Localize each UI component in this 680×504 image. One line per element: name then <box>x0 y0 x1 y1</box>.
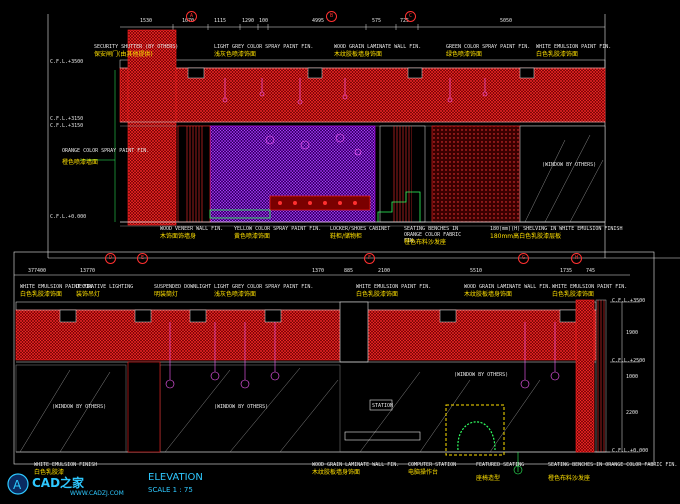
grid-marker: D <box>105 253 116 264</box>
svg-text:A: A <box>13 478 22 492</box>
callout-en: SECURITY SHUTTER (BY OTHERS) <box>94 44 179 50</box>
dim-label: 100 <box>259 18 269 24</box>
callout-en: WHITE EMULSION PAINT FIN. <box>552 284 628 290</box>
dim-label: 575 <box>372 18 382 24</box>
callout-cn: 白色乳胶漆饰面 <box>552 291 595 298</box>
dim-label: 2100 <box>378 268 391 274</box>
right-dim: 1000 <box>626 374 639 380</box>
callout-en: DECORATIVE LIGHTING <box>76 284 134 290</box>
level-mark: C.F.L.+0.000 <box>50 214 87 220</box>
window-note: (WINDOW BY OTHERS) <box>214 404 269 410</box>
callout-cn: 180mm高白色乳胶漆层板 <box>490 233 562 240</box>
callout-cn: 装饰吊灯 <box>76 291 101 298</box>
callout-cn: 木纹胶板墙身饰面 <box>312 469 361 476</box>
callout-en: YELLOW COLOR SPRAY PAINT FIN. <box>234 226 322 232</box>
callout-en: WOOD VENEER WALL FIN. <box>160 226 224 232</box>
callout-cn: 木纹胶板墙身饰面 <box>464 291 513 298</box>
level-mark: C.F.L.+2500 <box>612 358 646 364</box>
callout-cn: 白色乳胶漆饰面 <box>536 51 579 58</box>
callout-en: LOCKER/SHOES CABINET <box>330 226 391 232</box>
watermark-url: WWW.CADZJ.COM <box>70 490 124 497</box>
dim-label: 1370 <box>312 268 325 274</box>
left-callout-cn: 橙色喷漆墙面 <box>62 159 99 166</box>
grid-marker: B <box>326 11 337 22</box>
dim-label: 5510 <box>470 268 483 274</box>
callout-en: FEATURED SEATING <box>476 462 525 468</box>
drawing-scale: SCALE 1 : 75 <box>148 486 193 494</box>
dim-label: 377400 <box>28 268 47 274</box>
callout-cn: 白色乳胶漆 <box>34 469 65 476</box>
level-mark: C.F.L.+3500 <box>612 298 646 304</box>
window-note: (WINDOW BY OTHERS) <box>542 162 597 168</box>
callout-cn: 鞋柜/储物柜 <box>330 233 363 240</box>
callout-en: WHITE EMULSION PAINT FIN. <box>20 284 96 290</box>
level-mark: C.F.L.+3500 <box>50 59 84 65</box>
grid-marker: C <box>405 11 416 22</box>
callout-cn: 橙色布料沙发座 <box>548 475 591 482</box>
window-note: (WINDOW BY OTHERS) <box>454 372 509 378</box>
callout-cn: 木饰面饰墙身 <box>160 233 197 240</box>
station-label: STATION <box>372 403 394 409</box>
dim-label: 745 <box>586 268 596 274</box>
dim-label: 4995 <box>312 18 325 24</box>
callout-cn: 电脑操作台 <box>408 469 439 476</box>
grid-marker: E <box>137 253 148 264</box>
dim-label: 5050 <box>500 18 513 24</box>
dim-label: 1530 <box>140 18 153 24</box>
callout-cn: 浅灰色喷漆饰面 <box>214 51 257 58</box>
bottom-elevation <box>13 251 655 475</box>
callout-cn: 明装筒灯 <box>154 291 179 298</box>
callout-cn: 浅灰色喷漆饰面 <box>214 291 257 298</box>
dim-label: 725 <box>400 18 410 24</box>
callout-cn: 保安闸门(由其他提供) <box>94 51 153 58</box>
dim-label: 885 <box>344 268 354 274</box>
callout-en: WHITE EMULSION PAINT FIN. <box>356 284 432 290</box>
level-mark: C.F.L.+3150 <box>50 116 84 122</box>
callout-cn: 橙色布料沙发座 <box>404 239 447 246</box>
callout-en: 180(mm)(H) SHELVING IN WHITE EMULSION FI… <box>490 226 623 232</box>
callout-en: COMPUTER STATION <box>408 462 457 468</box>
callout-cn: 白色乳胶漆饰面 <box>20 291 63 298</box>
dim-label: 13770 <box>80 268 96 274</box>
watermark-text: CAD之家 <box>32 476 85 490</box>
callout-en: LIGHT GREY COLOR SPRAY PAINT FIN. <box>214 44 314 50</box>
level-mark: C.F.L.+3150 <box>50 123 84 129</box>
callout-en: LIGHT GREY COLOR SPRAY PAINT FIN. <box>214 284 314 290</box>
callout-en: SEATING BENCHES IN ORANGE COLOR FABRIC F… <box>404 226 462 244</box>
callout-en: SUSPENDED DOWNLIGHT <box>154 284 212 290</box>
left-callout-en: ORANGE COLOR SPRAY PAINT FIN. <box>62 148 150 154</box>
grid-marker: G <box>518 253 529 264</box>
callout-en: WHITE EMULSION FINISH <box>34 462 98 468</box>
callout-en: SEATING BENCHES IN ORANGE COLOR FABRIC F… <box>548 462 678 468</box>
dim-label: 1735 <box>560 268 573 274</box>
callout-en: GREEN COLOR SPRAY PAINT FIN. <box>446 44 531 50</box>
grid-marker: H <box>571 253 582 264</box>
callout-cn: 黄色喷漆饰面 <box>234 233 271 240</box>
callout-cn: 白色乳胶漆饰面 <box>356 291 399 298</box>
grid-marker: F <box>364 253 375 264</box>
callout-cn: 木纹胶板墙身饰面 <box>334 51 383 58</box>
dim-label: 1290 <box>242 18 255 24</box>
top-elevation <box>47 14 680 259</box>
drawing-title: ELEVATION <box>148 472 203 483</box>
cad-logo-icon: A <box>7 473 29 495</box>
callout-en: WOOD GRAIN LAMINATE WALL FIN. <box>312 462 400 468</box>
level-mark: C.F.L.+0.000 <box>612 448 649 454</box>
callout-cn: 绿色喷漆饰面 <box>446 51 483 58</box>
right-dim: 2200 <box>626 410 639 416</box>
right-dim: 1900 <box>626 330 639 336</box>
callout-en: WOOD GRAIN LAMINATE WALL FIN. <box>334 44 422 50</box>
window-note: (WINDOW BY OTHERS) <box>52 404 107 410</box>
callout-cn: 座椅造型 <box>476 475 501 482</box>
callout-en: WHITE EMULSION PAINT FIN. <box>536 44 612 50</box>
dim-label: 1115 <box>214 18 227 24</box>
grid-marker: A <box>186 11 197 22</box>
callout-en: WOOD GRAIN LAMINATE WALL FIN. <box>464 284 552 290</box>
